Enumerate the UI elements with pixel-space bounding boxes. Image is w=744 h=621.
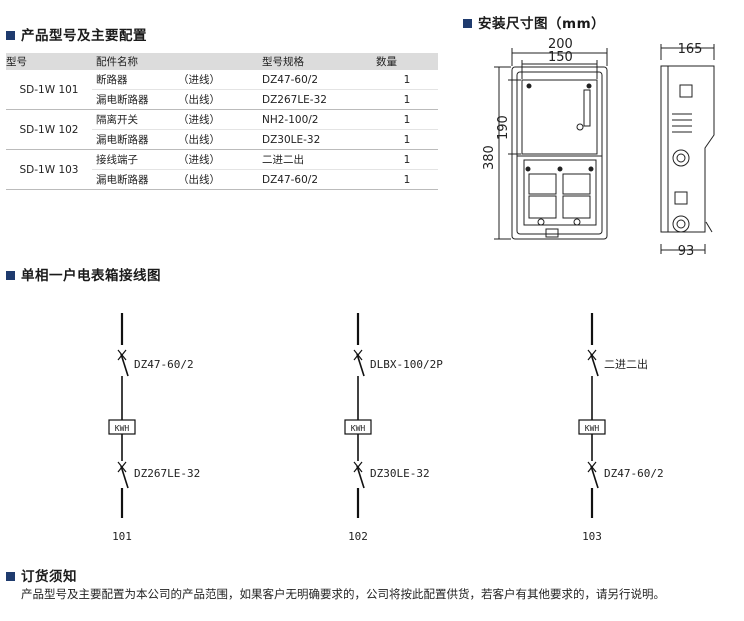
cell-part-name: 隔离开关 （进线） bbox=[92, 109, 258, 130]
circuit-number: 103 bbox=[582, 530, 602, 543]
header-part-name: 配件名称 bbox=[92, 53, 258, 70]
meter-handle bbox=[583, 89, 591, 127]
cell-spec: DZ267LE-32 bbox=[258, 89, 376, 110]
switch-contact bbox=[356, 353, 365, 377]
install-section-title: 安装尺寸图（mm） bbox=[463, 12, 605, 32]
cell-part-name: 漏电断路器 （出线） bbox=[92, 89, 258, 110]
dim-150: 150 bbox=[548, 50, 573, 65]
switch-contact bbox=[590, 353, 599, 377]
box-outline bbox=[511, 66, 608, 240]
bottom-device-label: DZ267LE-32 bbox=[134, 467, 200, 480]
top-device-label: DLBX-100/2P bbox=[370, 358, 443, 371]
breaker-contact bbox=[120, 465, 129, 489]
wiring-circuit-102 bbox=[344, 313, 372, 518]
order-section-label: 订货须知 bbox=[21, 569, 77, 585]
part-direction-text: （出线） bbox=[178, 174, 220, 186]
cell-spec: DZ47-60/2 bbox=[258, 169, 376, 190]
part-direction-text: （进线） bbox=[178, 154, 220, 166]
dim-190: 190 bbox=[496, 115, 511, 140]
breaker-slot-right bbox=[562, 173, 591, 195]
wiring-circuit-103 bbox=[578, 313, 606, 518]
bullet-square-icon bbox=[463, 19, 472, 28]
meter-label: KWH bbox=[585, 424, 600, 433]
cell-spec: DZ47-60/2 bbox=[258, 70, 376, 90]
box-side-view bbox=[660, 44, 715, 254]
part-name-text: 漏电断路器 bbox=[96, 94, 149, 106]
cell-part-name: 接线端子 （进线） bbox=[92, 149, 258, 170]
part-name-text: 断路器 bbox=[96, 74, 128, 86]
cell-qty: 1 bbox=[376, 169, 438, 190]
cell-qty: 1 bbox=[376, 89, 438, 110]
box-front-view bbox=[494, 48, 608, 240]
part-direction-text: （进线） bbox=[178, 114, 220, 126]
circuit-number: 102 bbox=[348, 530, 368, 543]
part-name-text: 接线端子 bbox=[96, 154, 138, 166]
part-direction-text: （出线） bbox=[178, 134, 220, 146]
breaker-panel bbox=[523, 159, 597, 226]
top-device-label: DZ47-60/2 bbox=[134, 358, 194, 371]
top-device-label: 二进二出 bbox=[604, 357, 648, 371]
bullet-square-icon bbox=[6, 31, 15, 40]
breaker-slot-right-lower bbox=[562, 195, 591, 219]
box-inner-frame bbox=[516, 71, 603, 235]
cell-model: SD-1W 103 bbox=[6, 149, 92, 190]
part-name-text: 漏电断路器 bbox=[96, 174, 149, 186]
wiring-section-label: 单相一户电表箱接线图 bbox=[21, 268, 161, 284]
cell-spec: 二进二出 bbox=[258, 149, 376, 170]
dim-200: 200 bbox=[548, 37, 573, 52]
meter-label: KWH bbox=[351, 424, 366, 433]
dim-93: 93 bbox=[678, 244, 695, 259]
cell-qty: 1 bbox=[376, 70, 438, 90]
part-name-text: 隔离开关 bbox=[96, 114, 138, 126]
install-section-label: 安装尺寸图（mm） bbox=[478, 16, 606, 32]
breaker-slot-left-lower bbox=[528, 195, 557, 219]
part-direction-text: （出线） bbox=[178, 94, 220, 106]
config-table: 型号 配件名称 型号规格 数量 SD-1W 101 断路器 （进线） DZ47-60/… bbox=[6, 53, 438, 190]
meter-label: KWH bbox=[115, 424, 130, 433]
meter-window bbox=[521, 79, 598, 155]
cell-qty: 1 bbox=[376, 109, 438, 130]
switch-contact bbox=[120, 353, 129, 377]
wiring-section-title: 单相一户电表箱接线图 bbox=[6, 264, 161, 284]
bottom-device-label: DZ30LE-32 bbox=[370, 467, 430, 480]
cell-part-name: 漏电断路器 （出线） bbox=[92, 169, 258, 190]
breaker-contact bbox=[590, 465, 599, 489]
part-name-text: 漏电断路器 bbox=[96, 134, 149, 146]
cell-spec: DZ30LE-32 bbox=[258, 129, 376, 150]
dim-165: 165 bbox=[678, 42, 703, 57]
header-qty: 数量 bbox=[376, 53, 438, 70]
bottom-device-label: DZ47-60/2 bbox=[604, 467, 664, 480]
dim-380: 380 bbox=[482, 145, 497, 170]
part-direction-text: （进线） bbox=[178, 74, 220, 86]
bullet-square-icon bbox=[6, 572, 15, 581]
breaker-contact bbox=[356, 465, 365, 489]
bullet-square-icon bbox=[6, 271, 15, 280]
cell-spec: NH2-100/2 bbox=[258, 109, 376, 130]
table-header-row: 型号 配件名称 型号规格 数量 bbox=[6, 53, 438, 70]
breaker-slot-left bbox=[528, 173, 557, 195]
wiring-circuit-101 bbox=[108, 313, 136, 518]
cell-model: SD-1W 101 bbox=[6, 70, 92, 110]
cell-part-name: 断路器 （进线） bbox=[92, 70, 258, 90]
config-section-title: 产品型号及主要配置 bbox=[6, 24, 147, 44]
cell-part-name: 漏电断路器 （出线） bbox=[92, 129, 258, 150]
header-spec: 型号规格 bbox=[258, 53, 376, 70]
order-note: 产品型号及主要配置为本公司的产品范围，如果客户无明确要求的，公司将按此配置供货，… bbox=[21, 587, 665, 601]
circuit-number: 101 bbox=[112, 530, 132, 543]
header-model: 型号 bbox=[6, 53, 92, 70]
cell-qty: 1 bbox=[376, 149, 438, 170]
cell-model: SD-1W 102 bbox=[6, 109, 92, 150]
config-section-label: 产品型号及主要配置 bbox=[21, 28, 147, 44]
order-section-title: 订货须知 bbox=[6, 565, 77, 585]
cell-qty: 1 bbox=[376, 129, 438, 150]
